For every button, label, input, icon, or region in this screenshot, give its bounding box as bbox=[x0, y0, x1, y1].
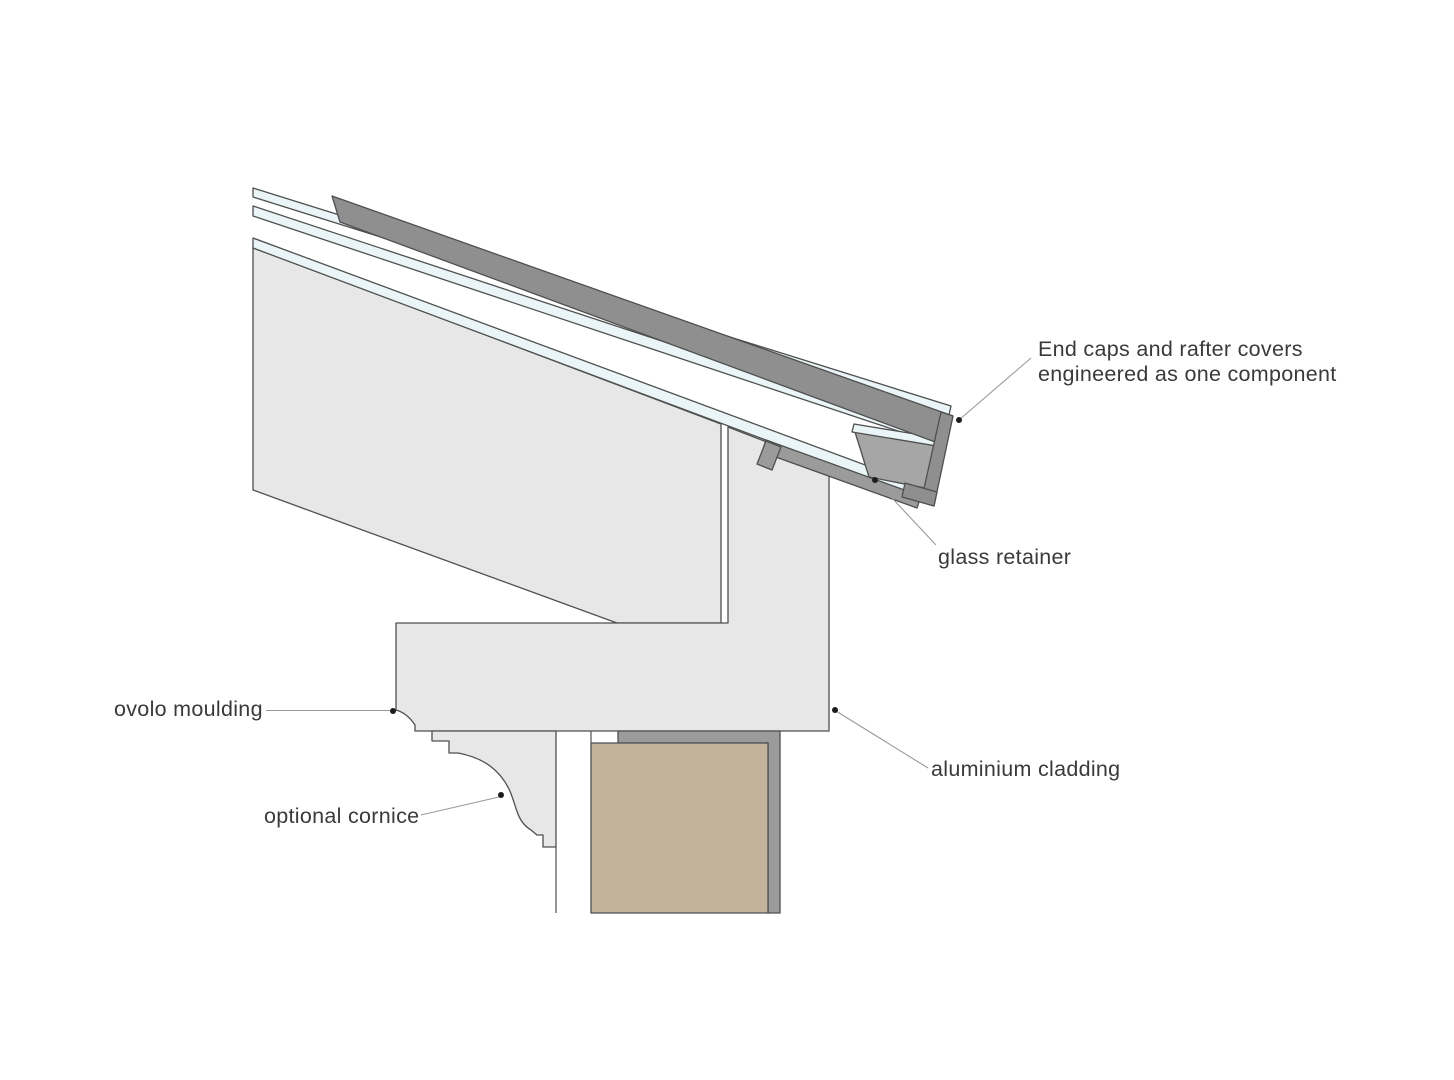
dot-optional-cornice bbox=[498, 792, 504, 798]
dot-end-caps bbox=[956, 417, 962, 423]
leader-end-caps bbox=[958, 357, 1032, 421]
dot-glass-retainer bbox=[872, 477, 878, 483]
label-ovolo-moulding: ovolo moulding bbox=[114, 697, 263, 721]
dot-aluminium-cladding bbox=[832, 707, 838, 713]
label-optional-cornice: optional cornice bbox=[264, 804, 420, 828]
fascia-panel bbox=[252, 246, 722, 624]
label-end-caps-line1: End caps and rafter covers bbox=[1038, 337, 1303, 361]
leader-optional-cornice bbox=[420, 796, 500, 816]
label-aluminium-cladding: aluminium cladding bbox=[931, 757, 1121, 781]
leader-glass-retainer bbox=[875, 480, 937, 546]
optional-cornice-profile bbox=[431, 730, 557, 848]
leader-aluminium-cladding bbox=[835, 710, 929, 769]
dot-ovolo-moulding bbox=[390, 708, 396, 714]
end-cap-foot bbox=[901, 482, 938, 507]
label-end-caps-line2: engineered as one component bbox=[1038, 362, 1337, 386]
glass-retainer-hook bbox=[756, 440, 782, 471]
label-end-caps: End caps and rafter covers engineered as… bbox=[1038, 337, 1337, 387]
label-glass-retainer: glass retainer bbox=[938, 545, 1072, 569]
timber-beam bbox=[590, 742, 769, 914]
